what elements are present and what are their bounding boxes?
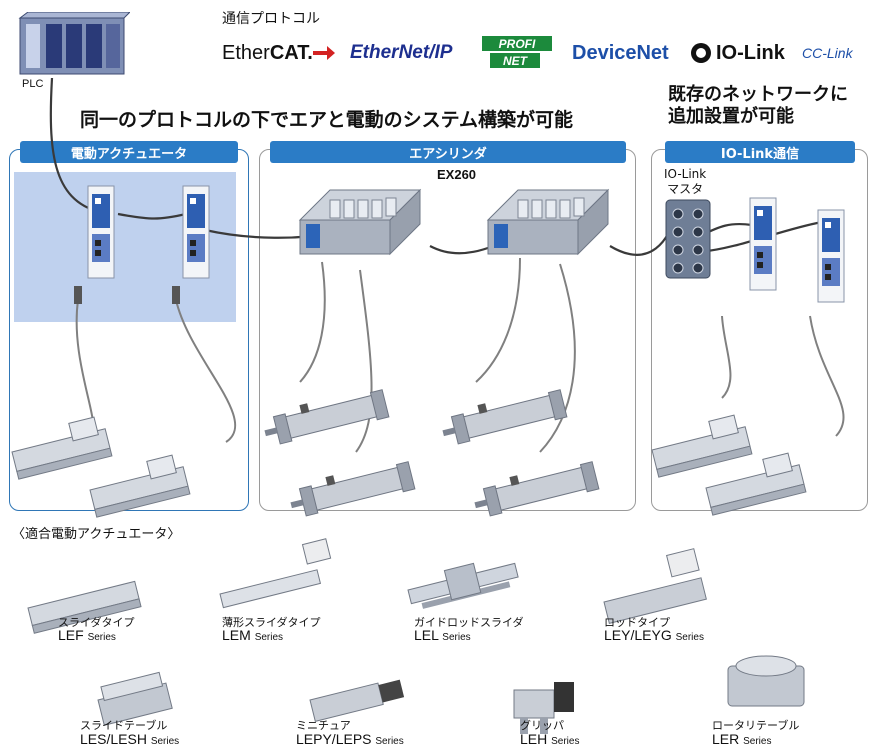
iolink-master-label-line2: マスタ: [667, 182, 704, 196]
product-7-model-code: LEH: [520, 731, 548, 747]
product-8-model: LER Series: [712, 731, 771, 747]
electric-actuator-header: 電動アクチュエータ: [20, 141, 238, 163]
iolink-header: IO-Link通信: [665, 141, 855, 163]
ex260-label: EX260: [437, 167, 477, 182]
ethernetip-logo: EtherNet/IP: [350, 42, 453, 63]
devicenet-logo: DeviceNet: [572, 41, 669, 64]
product-8-name: ロータリテーブル: [712, 719, 800, 732]
product-3-series: Series: [442, 632, 471, 643]
product-2-model-code: LEM: [222, 627, 251, 643]
cclink-logo: CC-Link: [802, 45, 853, 61]
product-3-model-code: LEL: [414, 627, 439, 643]
profinet-logo-part2: NET: [503, 54, 529, 68]
product-2-series: Series: [254, 632, 284, 643]
ethercat-logo-part1: Ether: [222, 41, 270, 64]
product-4-model: LEY/LEYG Series: [604, 627, 704, 643]
product-1-name: スライダタイプ: [58, 616, 135, 629]
product-1-model: LEF Series: [58, 627, 116, 643]
product-7-model: LEH Series: [520, 731, 579, 747]
product-2-name: 薄形スライダタイプ: [222, 616, 321, 629]
product-8-series: Series: [743, 736, 772, 747]
headline-iolink-line2: 追加設置が可能: [668, 106, 794, 127]
headline-iolink: 既存のネットワークに 追加設置が可能: [668, 84, 848, 128]
product-7-series: Series: [551, 736, 580, 747]
product-1-model-code: LEF: [58, 627, 84, 643]
product-5-model-code: LES/LESH: [80, 731, 147, 747]
plc-unit: [18, 12, 130, 75]
headline: 同一のプロトコルの下でエアと電動のシステム構築が可能: [80, 109, 574, 131]
iolink-logo: IO-Link: [690, 38, 785, 68]
headline-iolink-line1: 既存のネットワークに: [668, 84, 848, 105]
profinet-logo-part1: PROFI: [499, 37, 536, 51]
product-5-name: スライドテーブル: [80, 719, 168, 732]
plc-label: PLC: [22, 78, 44, 90]
product-5-series: Series: [150, 736, 180, 747]
iolink-master-label-line1: IO-Link: [664, 167, 707, 181]
ethercat-logo-part2: CAT.: [269, 41, 313, 64]
product-4-series: Series: [675, 632, 704, 643]
product-7-name: グリッパ: [520, 719, 564, 732]
product-6-name: ミニチュア: [296, 719, 351, 732]
product-6-model: LEPY/LEPS Series: [296, 731, 404, 747]
profinet-logo: PROFI NET: [482, 36, 552, 68]
iolink-symbol-icon: [691, 43, 711, 63]
iolink-master-label: IO-Link マスタ: [664, 167, 706, 197]
compatible-actuators-title: 〈適合電動アクチュエータ〉: [12, 527, 181, 542]
product-4-name: ロッドタイプ: [604, 616, 670, 629]
product-2-model: LEM Series: [222, 627, 283, 643]
ethercat-arrow-icon: [312, 46, 335, 60]
product-3-name: ガイドロッドスライダ: [414, 616, 524, 629]
iolink-logo-text: IO-Link: [716, 41, 785, 64]
air-cylinder-header: エアシリンダ: [270, 141, 626, 163]
product-5-model: LES/LESH Series: [80, 731, 179, 747]
product-8-model-code: LER: [712, 731, 740, 747]
protocol-title: 通信プロトコル: [222, 11, 320, 27]
product-6-series: Series: [375, 736, 404, 747]
product-4-model-code: LEY/LEYG: [604, 627, 672, 643]
product-6-model-code: LEPY/LEPS: [296, 731, 372, 747]
product-3-model: LEL Series: [414, 627, 471, 643]
product-1-series: Series: [87, 632, 116, 643]
